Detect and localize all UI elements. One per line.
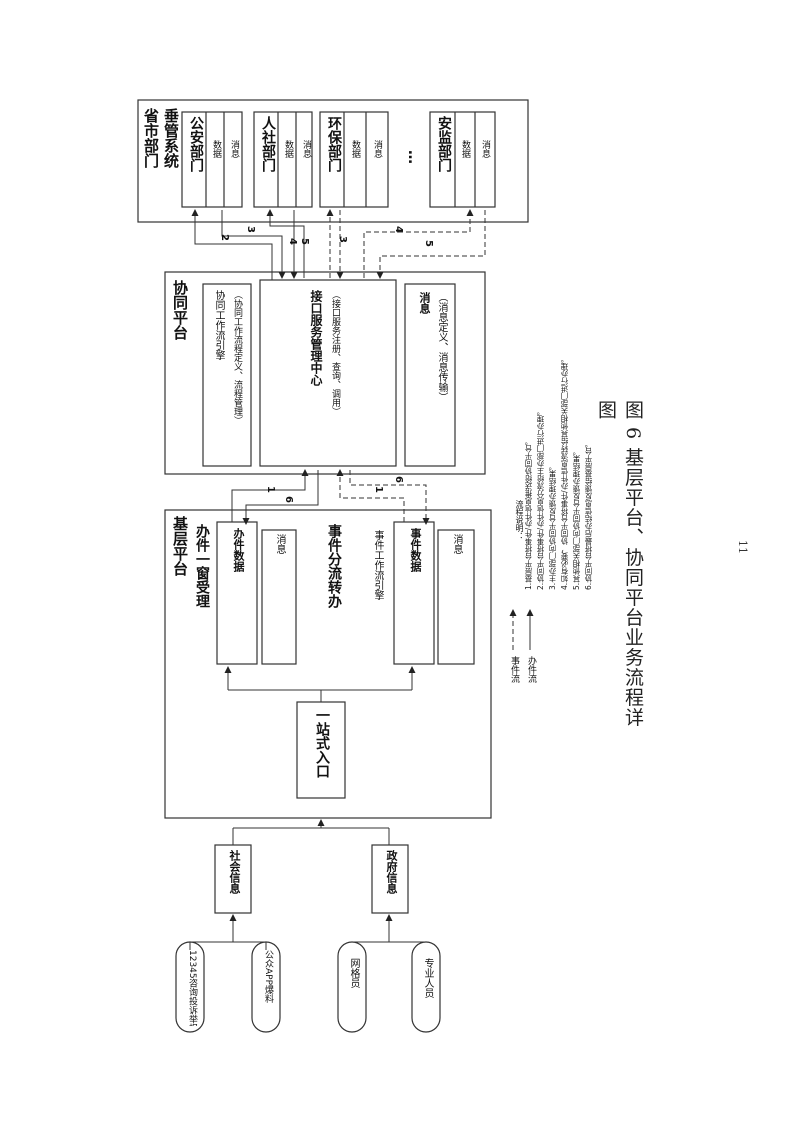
workflow-title: 协同工作流引擎 bbox=[213, 290, 224, 360]
notes-line: 1.基层平台将事件/办件信息推送给协同平台。 bbox=[524, 437, 533, 590]
source-app-label: 公众APP爆料 bbox=[263, 950, 273, 1004]
notes-line: 4.如有必要，协同平台将事件/办件信息流转给其他相关部门进行办理。 bbox=[560, 355, 569, 590]
department-huanbao bbox=[319, 111, 389, 208]
flow-number-n6: 6 bbox=[283, 496, 294, 503]
flow-number-n3: 3 bbox=[245, 226, 256, 233]
event-msg-label: 消息 bbox=[451, 534, 462, 554]
event-data-box bbox=[393, 521, 435, 665]
notes-line: 6.协同平台将最后办结信息反馈给基层平台。 bbox=[584, 440, 593, 590]
dept-huanbao-name: 环保部门 bbox=[326, 116, 342, 172]
dept-anjian-msg: 消息 bbox=[480, 140, 490, 158]
notes-line: 2.协同平台将事件/办件信息分流给主办部门进行办理。 bbox=[536, 407, 545, 590]
case-msg-label: 消息 bbox=[274, 534, 285, 554]
interface-center-box bbox=[259, 279, 397, 467]
window-title: 办件一窗受理 bbox=[194, 524, 210, 608]
interface-sub: （接口服务注册、查询、调用） bbox=[330, 290, 340, 416]
base-platform-box bbox=[164, 509, 492, 819]
figure-caption: 图 6 基层平台、协同平台业务流程详图 bbox=[595, 400, 644, 728]
gov-info-label: 政府信息 bbox=[385, 850, 398, 894]
interface-title: 接口服务管理中心 bbox=[309, 290, 323, 386]
collab-title: 协同平台 bbox=[171, 280, 189, 340]
collab-platform-box bbox=[164, 271, 486, 475]
flow-number-n4: 4 bbox=[393, 226, 404, 233]
case-flow-dept bbox=[191, 209, 305, 280]
flow-number-n5: 5 bbox=[299, 238, 310, 245]
flow-number-n1: 1 bbox=[265, 486, 276, 493]
flow-number-n3: 3 bbox=[337, 236, 348, 243]
event-flow-dept bbox=[326, 209, 486, 279]
case-flow-lines bbox=[231, 469, 319, 525]
dept-ellipsis: … bbox=[405, 150, 421, 164]
case-data-label: 办件数据 bbox=[232, 528, 245, 572]
department-renshe bbox=[253, 111, 313, 208]
message-title: 消息 bbox=[418, 292, 431, 314]
dept-huanbao-data: 数据 bbox=[350, 140, 360, 158]
source-grid-label: 网格员 bbox=[348, 958, 359, 988]
gov-info-box bbox=[371, 844, 409, 914]
legend-event: 事件流 bbox=[509, 656, 519, 683]
collab-workflow-box bbox=[202, 283, 252, 467]
social-info-label: 社会信息 bbox=[228, 850, 241, 894]
dept-anjian-name: 安监部门 bbox=[436, 116, 452, 172]
department-anjian bbox=[429, 111, 496, 208]
flow-number-n1: 1 bbox=[373, 486, 384, 493]
entrance-label: 一站式入口 bbox=[314, 708, 330, 778]
case-data-box bbox=[216, 521, 258, 665]
dept-renshe-msg: 消息 bbox=[301, 140, 311, 158]
department-gongan bbox=[181, 111, 243, 208]
flow-number-n6: 6 bbox=[393, 476, 404, 483]
notes-line: 3.主办部门向协同平台反馈办理结果。 bbox=[548, 462, 557, 590]
notes-title: 流程说明： bbox=[515, 500, 524, 540]
flow-number-n2: 2 bbox=[219, 234, 230, 241]
event-data-label: 事件数据 bbox=[409, 528, 422, 572]
dept-gongan-data: 数据 bbox=[211, 140, 221, 158]
legend-case: 办件流 bbox=[526, 656, 536, 683]
departments-box bbox=[137, 99, 529, 223]
dispatch-title: 事件分流转办 bbox=[326, 524, 342, 608]
dept-anjian-data: 数据 bbox=[460, 140, 470, 158]
dispatch-engine: 事件工作流引擎 bbox=[372, 530, 383, 600]
dept-renshe-data: 数据 bbox=[283, 140, 293, 158]
base-title: 基层平台 bbox=[171, 516, 189, 576]
message-sub: （消息定义、消息传输） bbox=[436, 292, 447, 402]
dept-title-1: 省市部门 bbox=[142, 108, 160, 168]
dept-gongan-msg: 消息 bbox=[229, 140, 239, 158]
collab-message-box bbox=[404, 283, 456, 467]
case-msg-box bbox=[261, 529, 297, 665]
event-flow-lines bbox=[336, 469, 430, 525]
source-hotline-label: 12345咨询投诉举报 bbox=[187, 950, 197, 1026]
workflow-sub: （协同工作流程定义、流程管理） bbox=[232, 290, 242, 425]
dept-title-2: 垂管系统 bbox=[162, 108, 180, 168]
flow-number-n5: 5 bbox=[423, 240, 434, 247]
dept-gongan-name: 公安部门 bbox=[188, 116, 204, 172]
flow-number-n4: 4 bbox=[287, 238, 298, 245]
notes-line: 5.其他相关部门向协同平台反馈办理结果。 bbox=[572, 447, 581, 590]
dept-huanbao-msg: 消息 bbox=[372, 140, 382, 158]
page-number: 11 bbox=[736, 540, 749, 554]
dept-renshe-name: 人社部门 bbox=[260, 116, 276, 172]
source-expert-label: 专业人员 bbox=[422, 958, 433, 998]
event-msg-box bbox=[437, 529, 475, 665]
